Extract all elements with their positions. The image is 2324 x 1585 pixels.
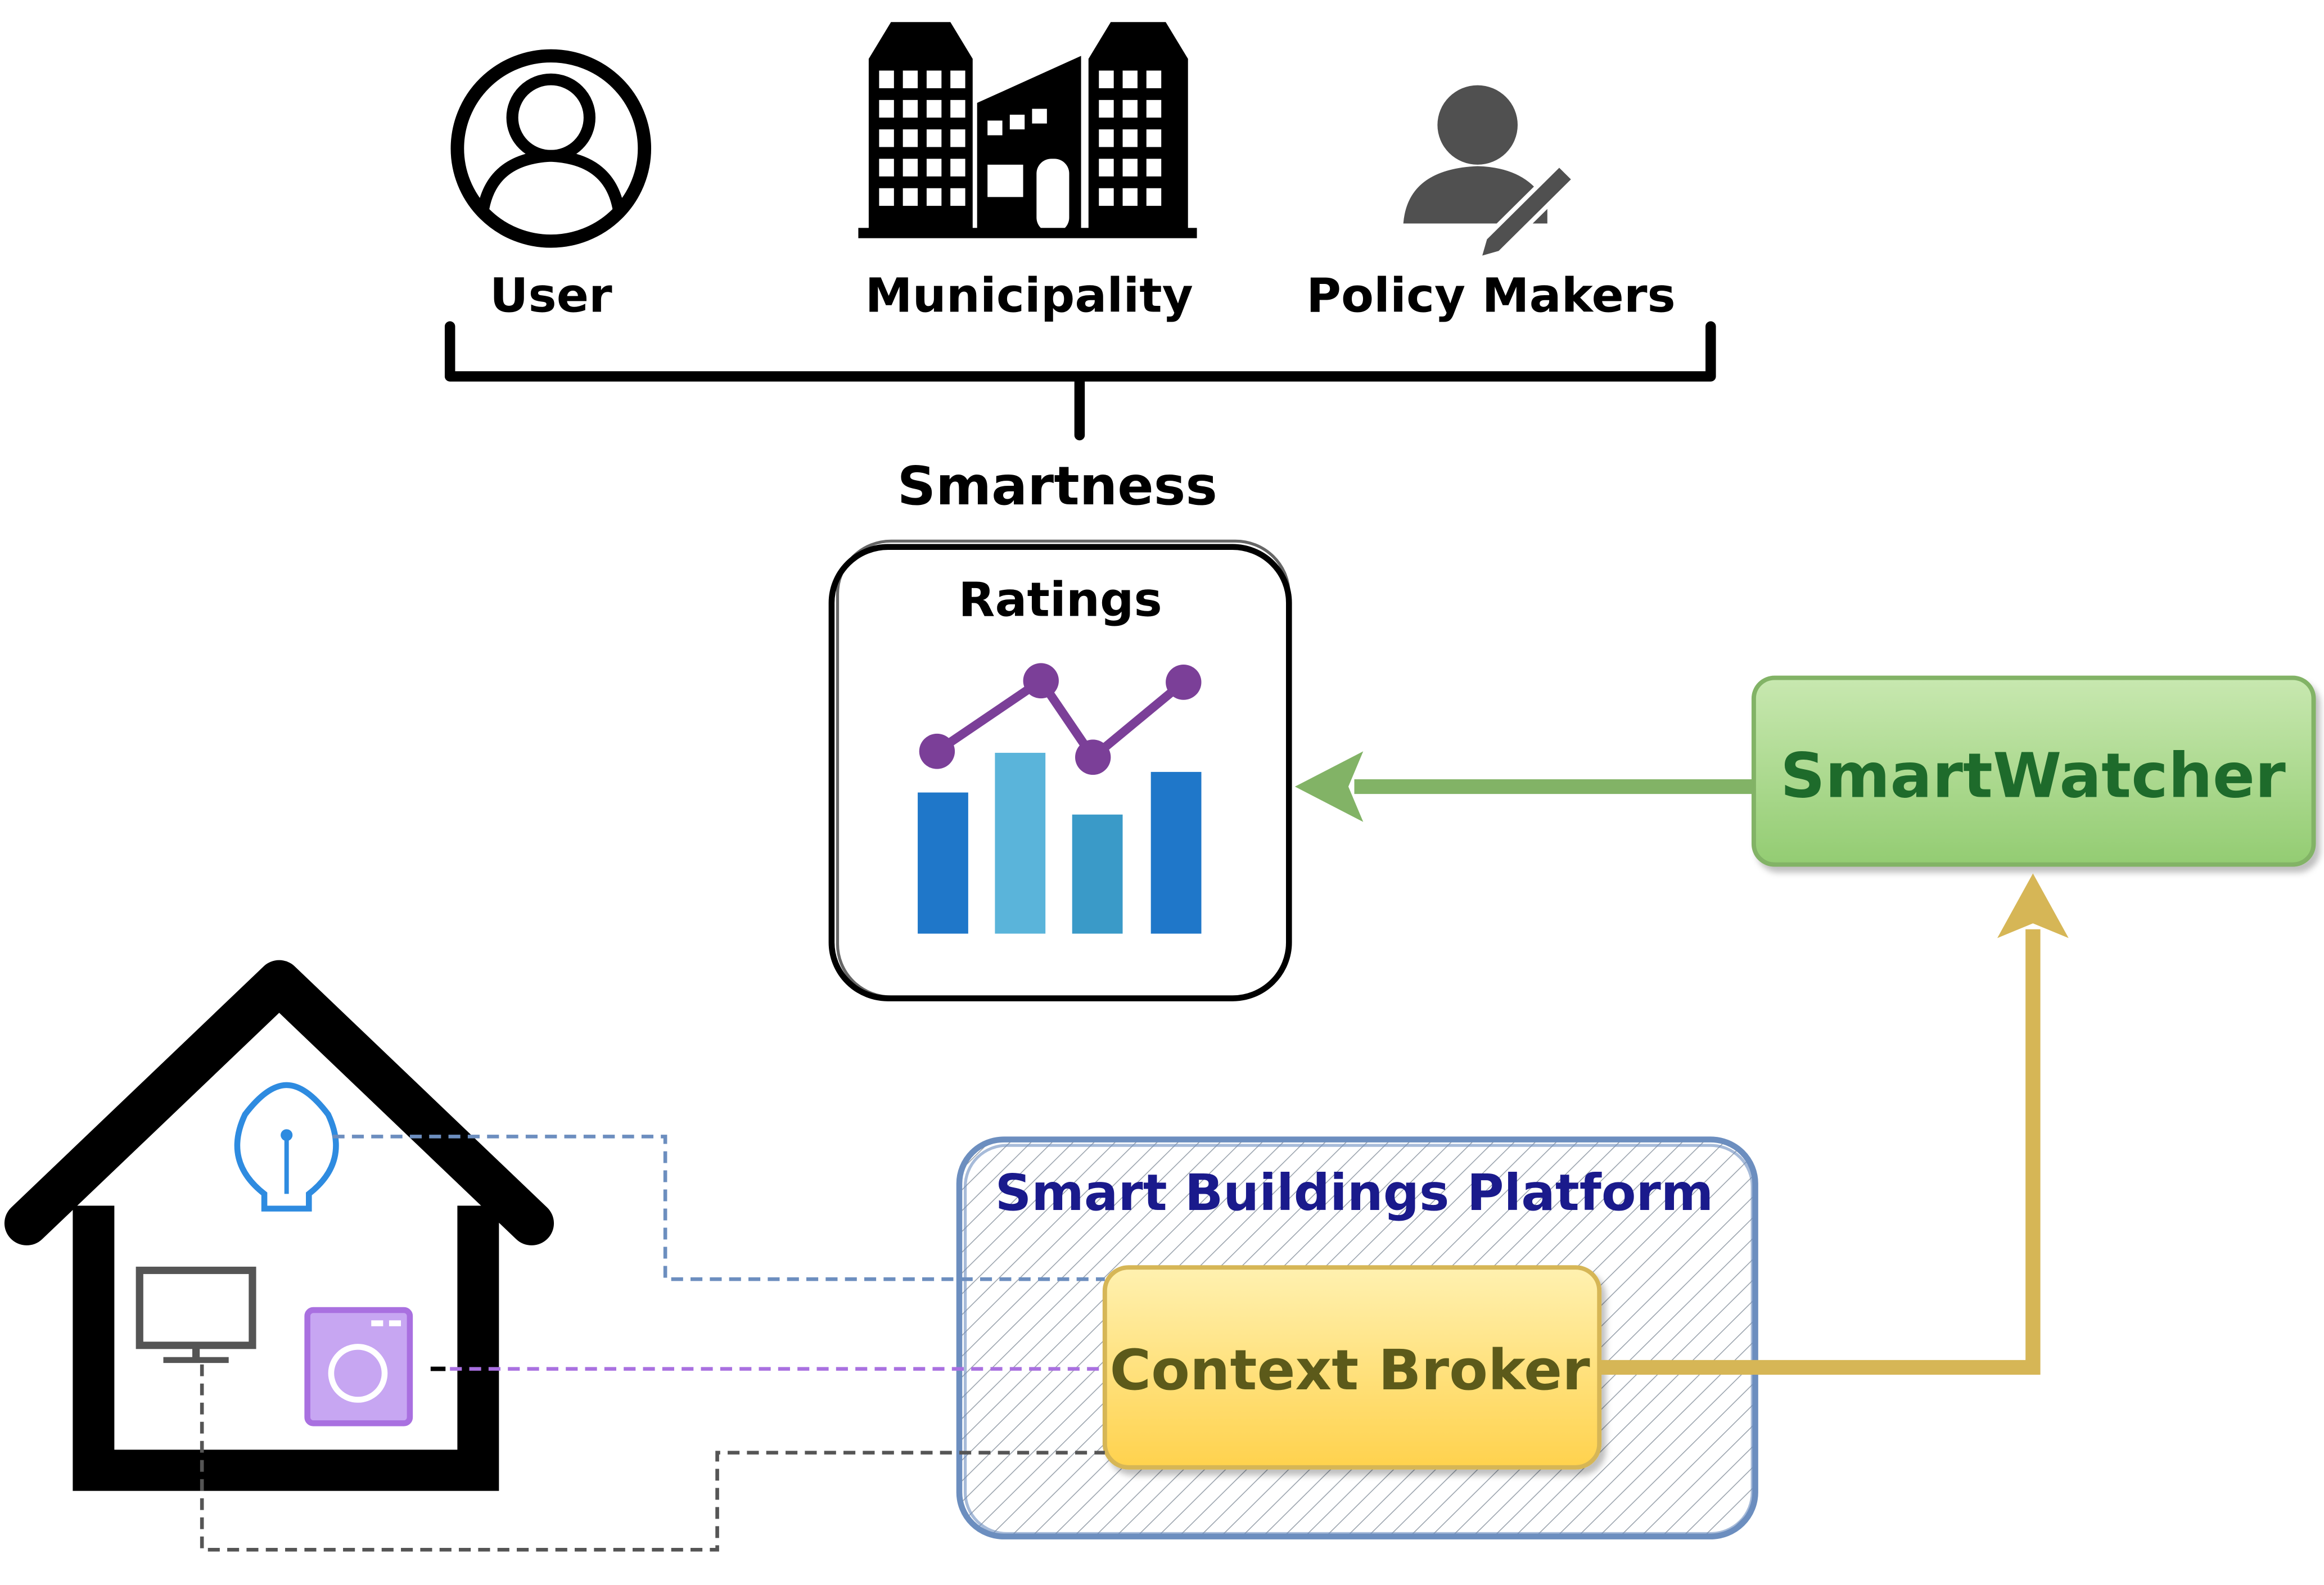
context-broker-label: Context Broker (1109, 1338, 1590, 1403)
chart-point-4 (1166, 664, 1202, 700)
house-icon (4, 960, 554, 1491)
smartwatcher-box[interactable] (1751, 675, 2316, 867)
chart-point-2 (1023, 663, 1059, 699)
chart-bar-1 (918, 792, 968, 934)
chart-point-3 (1075, 739, 1111, 775)
person-writing-icon (1403, 85, 1577, 262)
user-label: User (490, 268, 612, 323)
smartwatcher-to-ratings-arrow (1294, 751, 1754, 822)
user-icon (450, 49, 652, 248)
stakeholders-brace (444, 321, 1716, 441)
bar-line-chart-icon (918, 663, 1202, 934)
lightbulb-connection (332, 1135, 1105, 1281)
chart-trend-line (934, 674, 1186, 764)
broker-to-smartwatcher-arrow (1599, 873, 2069, 1375)
smartness-heading: Smartness (897, 455, 1217, 517)
washing-machine-icon (304, 1307, 413, 1426)
monitor-icon (136, 1266, 256, 1363)
municipality-label: Municipality (865, 268, 1193, 323)
chart-point-1 (919, 733, 955, 769)
ratings-label: Ratings (958, 572, 1162, 627)
smartwatcher-label: SmartWatcher (1780, 740, 2286, 812)
lightbulb-icon (234, 1082, 339, 1212)
monitor-connection (200, 1364, 1105, 1552)
policy-makers-label: Policy Makers (1306, 268, 1676, 323)
platform-label: Smart Buildings Platform (995, 1164, 1714, 1222)
chart-bar-3 (1072, 814, 1123, 934)
buildings-icon (858, 22, 1197, 238)
chart-bar-2 (995, 752, 1046, 934)
chart-bar-4 (1150, 771, 1202, 934)
